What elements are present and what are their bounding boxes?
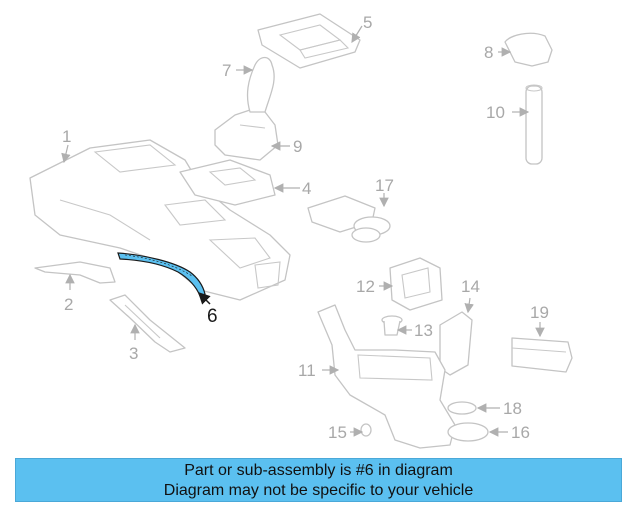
banner-line-1: Part or sub-assembly is #6 in diagram: [184, 462, 453, 479]
part-19-pocket: [511, 337, 573, 373]
callout-10: 10: [486, 103, 505, 122]
part-5-shift-plate: [257, 13, 361, 69]
part-13-clip: [381, 315, 403, 336]
part-3-bracket: [109, 294, 186, 353]
leader-lines: [61, 25, 545, 437]
callout-3: 3: [129, 344, 138, 363]
callout-6: 6: [207, 306, 218, 327]
part-1-center-console: [29, 139, 291, 301]
info-banner: Part or sub-assembly is #6 in diagram Di…: [15, 458, 622, 502]
callout-15: 15: [328, 423, 347, 442]
callout-13: 13: [414, 321, 433, 340]
callout-7: 7: [222, 61, 231, 80]
part-2-bracket: [34, 261, 116, 284]
banner-line-2: Diagram may not be specific to your vehi…: [163, 482, 474, 499]
callout-9: 9: [293, 137, 302, 156]
callout-16: 16: [511, 423, 530, 442]
callout-14: 14: [461, 277, 480, 296]
callout-2: 2: [64, 295, 73, 314]
callout-5: 5: [363, 13, 372, 32]
part-8-knob: [504, 32, 553, 67]
part-12-bracket: [389, 257, 443, 311]
callout-4: 4: [302, 179, 311, 198]
callout-labels: 1 2 3 4 5 6 7 8 9 10 11 12 13 14 15 16 1…: [62, 13, 549, 442]
part-7-9-shift-boot: [214, 56, 279, 161]
callout-11: 11: [298, 361, 316, 380]
part-15-plug: [360, 423, 372, 437]
callout-8: 8: [484, 43, 493, 62]
part-17-cup-holder: [307, 195, 391, 243]
part-18-16-cup-parts: [447, 401, 489, 442]
callout-19: 19: [530, 303, 549, 322]
part-4-bezel: [179, 159, 276, 206]
part-14-lid: [439, 311, 473, 376]
callout-1: 1: [62, 127, 71, 146]
callout-18: 18: [503, 399, 522, 418]
part-10-rod: [525, 84, 543, 165]
callout-12: 12: [356, 277, 375, 296]
callout-17: 17: [375, 176, 394, 195]
